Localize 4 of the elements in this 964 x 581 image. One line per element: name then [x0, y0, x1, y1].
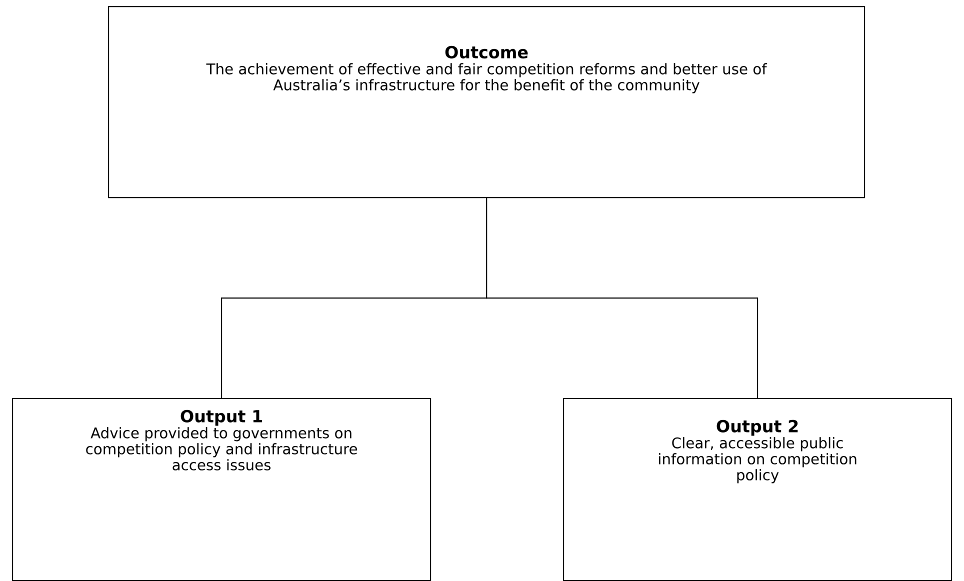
text-box: Output 1 Advice provided to governments on competition policy and infrastructure access issues: [12, 398, 432, 581]
text-box: Outcome The achievement of effective and fair competition reforms and better use of Australia’s infrastructure for the benefit of the community: [108, 6, 866, 198]
connector-line: [486, 198, 758, 398]
text-box: Output 2 Clear, accessible public information on competition policy: [563, 398, 952, 581]
